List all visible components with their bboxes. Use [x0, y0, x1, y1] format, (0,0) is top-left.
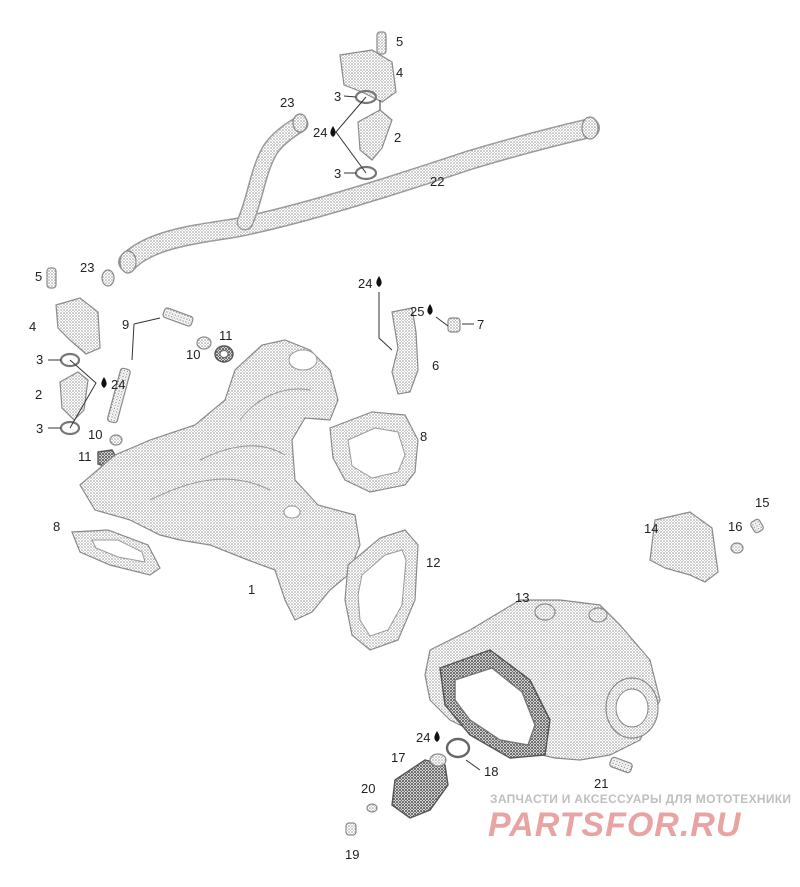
idle-valve-17 [391, 753, 449, 819]
intake-manifold-1 [79, 339, 361, 621]
callout-7: 7 [477, 317, 484, 332]
drop-icon-24d [434, 731, 440, 742]
callout-22: 22 [430, 174, 444, 189]
callout-17: 17 [391, 750, 405, 765]
drop-icon-25 [427, 304, 433, 315]
callout-21: 21 [594, 776, 608, 791]
callout-10-upper: 10 [186, 347, 200, 362]
callout-11-lower: 11 [78, 449, 92, 464]
thermostat-cover-4-left [55, 297, 101, 355]
thermostat-cover-4-upper [339, 49, 397, 103]
washer-20 [366, 803, 378, 813]
callout-11-upper: 11 [219, 328, 233, 343]
screw-5-upper [376, 31, 387, 55]
o-ring-18 [445, 737, 471, 759]
stud-9-upper [162, 307, 194, 327]
callout-6: 6 [432, 358, 439, 373]
callout-14: 14 [644, 521, 658, 536]
washer-10-upper [196, 336, 212, 350]
callout-3-upper-a: 3 [334, 89, 341, 104]
callout-24-upper: 24 [313, 125, 327, 140]
callout-4-upper: 4 [396, 65, 403, 80]
callout-18: 18 [484, 764, 498, 779]
bracket-6 [391, 307, 419, 395]
callout-9: 9 [122, 317, 129, 332]
callout-10-lower: 10 [88, 427, 102, 442]
callout-15: 15 [755, 495, 769, 510]
callout-3-upper-b: 3 [334, 166, 341, 181]
callout-5-left: 5 [35, 269, 42, 284]
callout-24-left: 24 [111, 377, 125, 392]
hose-clamp-23-upper [292, 113, 308, 133]
callout-3-left-b: 3 [36, 421, 43, 436]
callout-19: 19 [345, 847, 359, 862]
screw-5-left [46, 267, 57, 289]
watermark-logo-text: PARTSFOR.RU [488, 806, 742, 842]
sealant-drop-icons [101, 126, 440, 742]
callout-23-left: 23 [80, 260, 94, 275]
callout-2-upper: 2 [394, 130, 401, 145]
screw-21 [609, 756, 633, 774]
gasket-8-left [71, 529, 161, 576]
callout-8-left: 8 [53, 519, 60, 534]
washer-10-lower [109, 434, 123, 446]
callout-16: 16 [728, 519, 742, 534]
callout-8-right: 8 [420, 429, 427, 444]
leader-lines [48, 95, 481, 771]
throttle-body-13 [424, 599, 661, 761]
callout-25: 25 [410, 304, 424, 319]
bolt-15 [750, 518, 764, 534]
thermostat-2-upper [357, 109, 393, 161]
drop-icon-24c [101, 377, 107, 388]
callout-23-upper: 23 [280, 95, 294, 110]
gasket-8-right [329, 411, 419, 493]
drop-icon-24b [376, 276, 382, 287]
callout-labels: 5 4 23 3 24 2 3 22 5 23 24 25 7 9 4 11 1… [29, 34, 769, 862]
callout-3-left-a: 3 [36, 352, 43, 367]
nut-11-upper [214, 345, 234, 363]
callout-24-bracket: 24 [358, 276, 372, 291]
callout-13: 13 [515, 590, 529, 605]
screw-19 [345, 822, 357, 836]
coolant-hose-22 [118, 115, 600, 274]
stud-9-lower [106, 367, 131, 424]
thermostat-2-left [59, 371, 89, 421]
drop-icon-24a [330, 126, 336, 137]
watermark-logo: PARTSFOR.RU [488, 806, 742, 842]
watermark-tagline: ЗАПЧАСТИ И АКСЕССУАРЫ ДЛЯ МОТОТЕХНИКИ [490, 792, 792, 806]
callout-5-upper: 5 [396, 34, 403, 49]
callout-2-left: 2 [35, 387, 42, 402]
callout-12: 12 [426, 555, 440, 570]
callout-24-throttle: 24 [416, 730, 430, 745]
hose-clamp-23-lower [101, 269, 115, 287]
callout-20: 20 [361, 781, 375, 796]
callout-4-left: 4 [29, 319, 36, 334]
gasket-12 [344, 529, 419, 651]
throttle-bracket-14 [649, 511, 719, 583]
callout-1: 1 [248, 582, 255, 597]
washer-16 [730, 542, 744, 554]
bolt-7 [447, 317, 461, 333]
